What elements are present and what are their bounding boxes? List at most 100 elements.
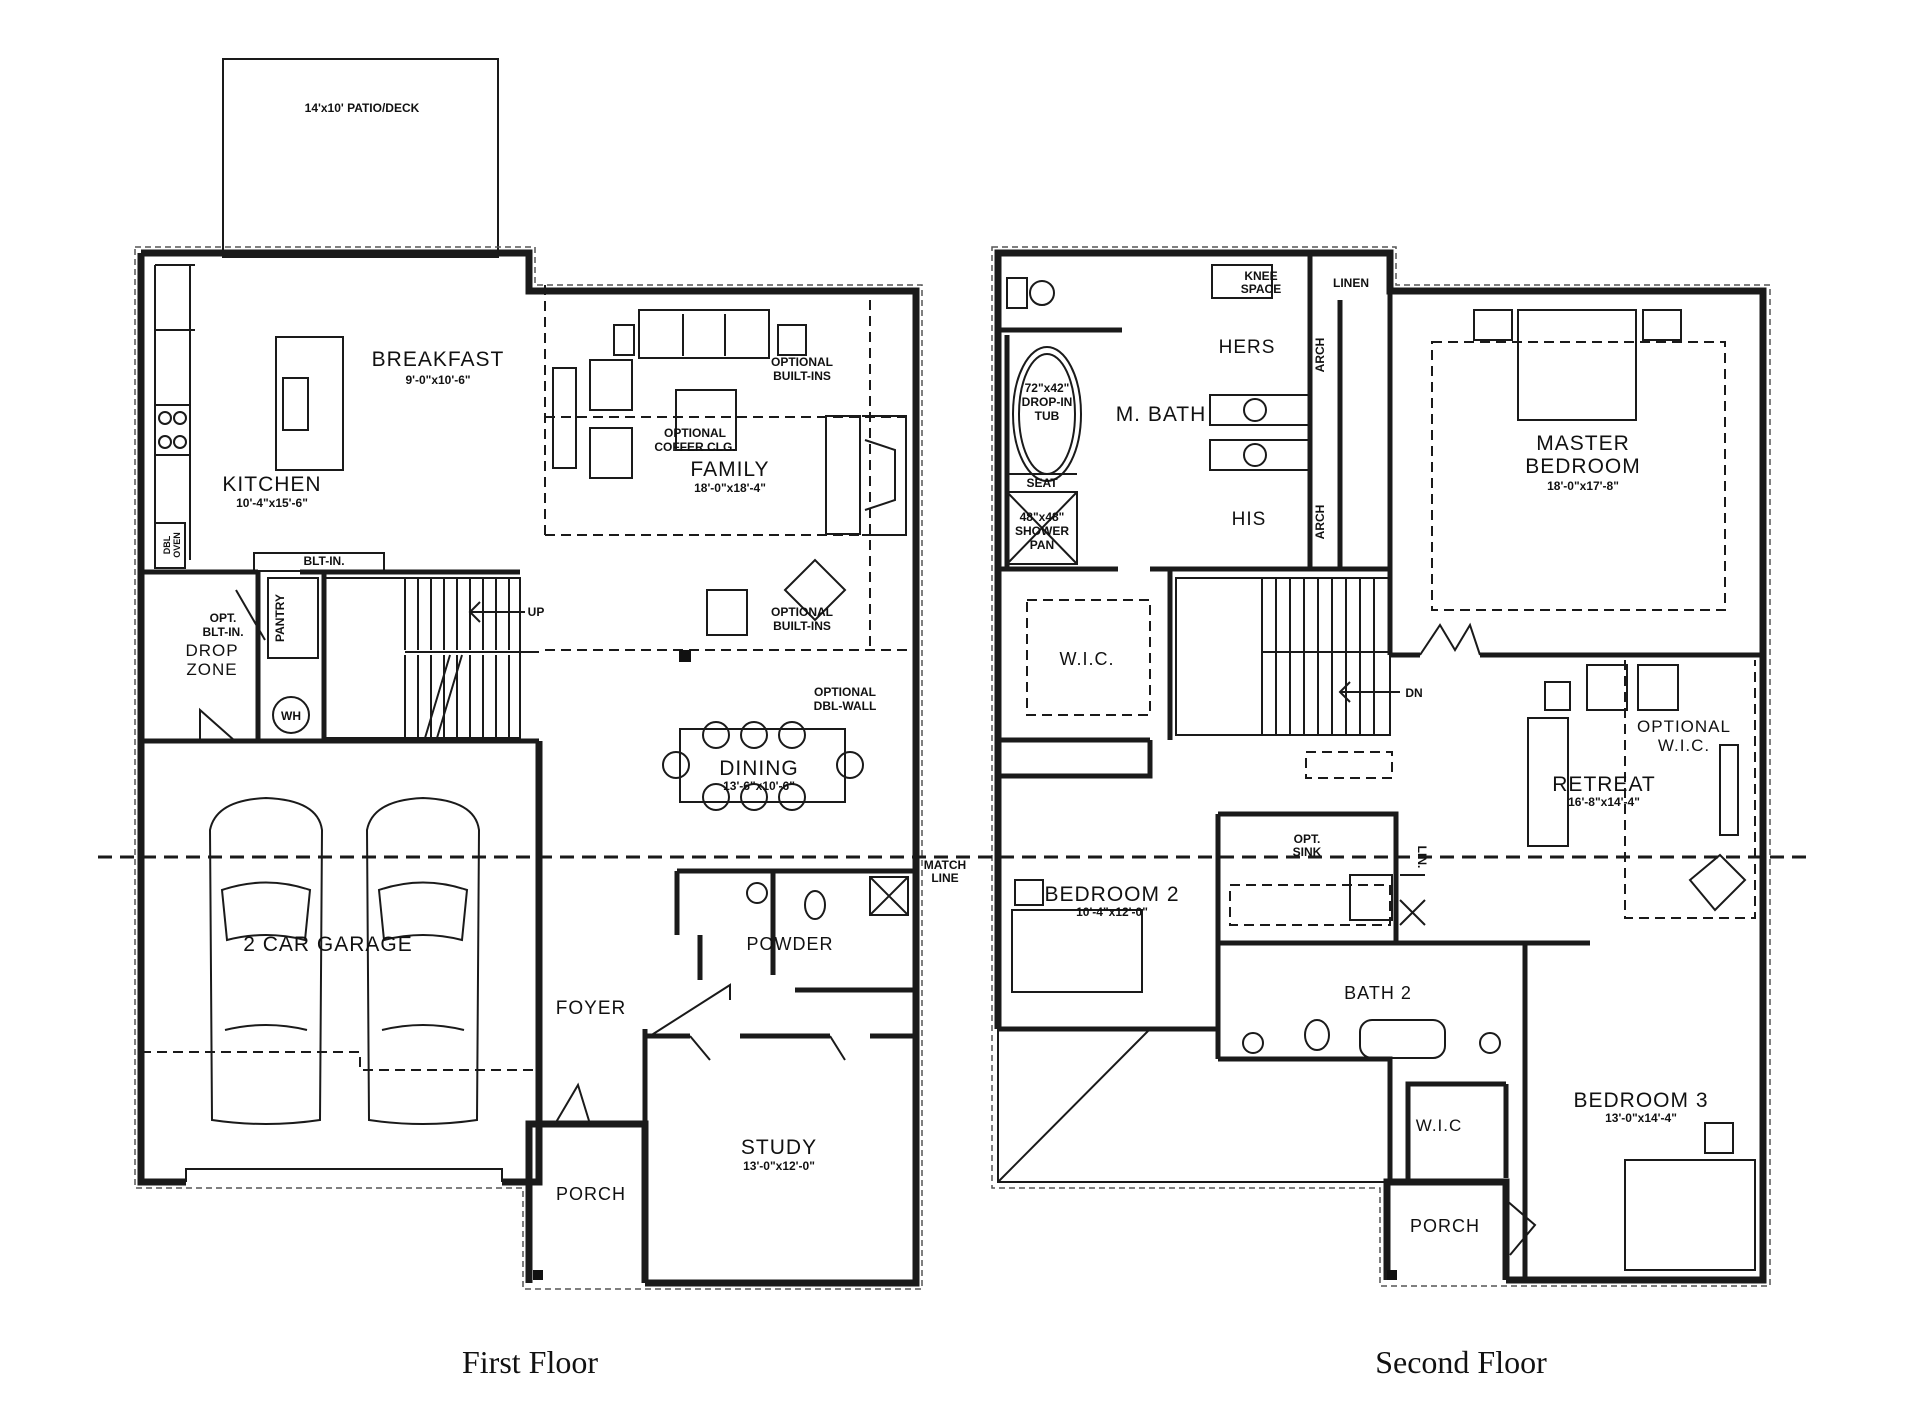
study-dims: 13'-0"x12'-0" — [743, 1159, 815, 1173]
kitchen-dims: 10'-4"x15'-6" — [236, 496, 308, 510]
retreat-dims: 16'-8"x14'-4" — [1568, 795, 1640, 809]
shower-label-3: PAN — [1030, 538, 1054, 552]
sofa — [638, 309, 770, 359]
bed-bedroom-3 — [1624, 1159, 1756, 1271]
tub-label-3: TUB — [1035, 409, 1060, 423]
second-floor-exterior-wall — [994, 249, 1767, 1284]
breakfast-label: BREAKFAST — [372, 348, 505, 371]
opt-sink-label: OPT. — [1294, 832, 1321, 846]
seat-label: SEAT — [1026, 476, 1058, 490]
opt-blt-in-note: OPT. — [210, 611, 237, 625]
bedroom-2-label: BEDROOM 2 — [1044, 883, 1179, 906]
arch-label: ARCH — [1313, 338, 1327, 373]
car-2 — [365, 796, 481, 1125]
optional-wic-label: OPTIONAL — [1637, 717, 1731, 736]
vanity-sink-icon — [1243, 398, 1267, 422]
second-floor-title: Second Floor — [1375, 1344, 1547, 1380]
dining-label: DINING — [719, 757, 799, 780]
wic-3-label: W.I.C — [1416, 1116, 1463, 1135]
patio-label: 14'x10' PATIO/DECK — [305, 101, 420, 115]
bath-2-label: BATH 2 — [1344, 983, 1412, 1003]
sink-icon — [746, 882, 768, 904]
vanity-sink-icon — [1242, 1032, 1264, 1054]
his-label: HIS — [1232, 509, 1267, 530]
optional-wic-label-2: W.I.C. — [1658, 736, 1710, 755]
stairs-down-label: DN — [1405, 686, 1422, 700]
shower-label-2: SHOWER — [1015, 524, 1069, 538]
vanity-sink-icon — [1479, 1032, 1501, 1054]
master-bedroom-label-2: BEDROOM — [1525, 455, 1641, 478]
powder-label: POWDER — [747, 934, 834, 954]
arch-label: ARCH — [1313, 505, 1327, 540]
optional-built-ins-note-2: BUILT-INS — [773, 369, 831, 383]
water-heater-label: WH — [281, 709, 301, 723]
fireplace — [825, 415, 861, 535]
optional-coffer-note-2: COFFER CLG. — [654, 440, 735, 454]
first-floor-title: First Floor — [462, 1344, 598, 1380]
optional-dbl-wall-note-2: DBL-WALL — [814, 699, 877, 713]
second-floor-plan — [991, 246, 1771, 1287]
linen-label: LINEN — [1333, 276, 1369, 290]
study-label: STUDY — [741, 1136, 817, 1159]
knee-space-label: KNEE — [1244, 269, 1277, 283]
bathtub-icon — [1359, 1019, 1446, 1059]
dining-dims: 13'-6"x10'-6" — [723, 779, 795, 793]
pantry-label: PANTRY — [273, 594, 287, 642]
shower-label: 48"x48" — [1020, 510, 1065, 524]
bed-bedroom-2 — [1011, 909, 1143, 993]
blt-in-label: BLT-IN. — [303, 554, 344, 568]
porch-2-label: PORCH — [1410, 1216, 1480, 1236]
stairs-second-floor — [1175, 577, 1391, 736]
match-line-label: MATCH — [924, 858, 966, 872]
stairs-up-label: UP — [528, 605, 545, 619]
garage-door — [185, 1168, 503, 1182]
toilet-icon — [1006, 277, 1028, 309]
shower-pan — [1006, 491, 1078, 565]
toilet-icon — [1304, 1019, 1330, 1051]
opt-blt-in-note-2: BLT-IN. — [202, 625, 243, 639]
knee-space-label-2: SPACE — [1241, 282, 1281, 296]
drop-zone-label-2: ZONE — [186, 660, 237, 679]
optional-built-ins-note: OPTIONAL — [771, 605, 833, 619]
match-line-label-2: LINE — [931, 871, 958, 885]
opt-sink-label-2: SINK — [1293, 845, 1322, 859]
bedroom-3-label: BEDROOM 3 — [1573, 1089, 1708, 1112]
dining-table — [662, 721, 864, 811]
optional-coffer-note: OPTIONAL — [664, 426, 726, 440]
porch-label: PORCH — [556, 1184, 626, 1204]
bedroom-3-dims: 13'-0"x14'-4" — [1605, 1111, 1677, 1125]
master-bath-label: M. BATH — [1116, 403, 1207, 426]
master-bedroom-label: MASTER — [1536, 432, 1630, 455]
master-bedroom-dims: 18'-0"x17'-8" — [1547, 479, 1619, 493]
family-label: FAMILY — [690, 458, 769, 481]
tub-label: 72"x42" — [1025, 381, 1070, 395]
first-floor-plan — [134, 58, 923, 1290]
tub-label-2: DROP-IN — [1022, 395, 1073, 409]
vanity-sink-icon — [1243, 443, 1267, 467]
dbl-oven-label: DBL — [162, 535, 172, 554]
garage-label: 2 CAR GARAGE — [243, 933, 413, 956]
breakfast-dims: 9'-0"x10'-6" — [405, 373, 470, 387]
range-icon — [154, 404, 191, 456]
kitchen-island — [275, 336, 344, 471]
bedroom-2-dims: 10'-4"x12'-0" — [1076, 905, 1148, 919]
hers-label: HERS — [1219, 337, 1276, 358]
car-1 — [208, 796, 324, 1125]
family-dims: 18'-0"x18'-4" — [694, 481, 766, 495]
patio-deck — [222, 58, 499, 258]
kitchen-label: KITCHEN — [222, 473, 321, 496]
bed-master — [1517, 309, 1637, 421]
first-floor-exterior-wall — [141, 249, 920, 1287]
drop-zone-label: DROP — [185, 641, 238, 660]
foyer-label: FOYER — [556, 998, 626, 1019]
drop-in-tub — [1012, 346, 1082, 482]
toilet-icon — [804, 890, 826, 920]
dbl-oven-label-2: OVEN — [172, 532, 182, 558]
stairs-first-floor — [323, 577, 539, 739]
water-heater-icon — [272, 696, 310, 734]
optional-built-ins-note: OPTIONAL — [771, 355, 833, 369]
optional-built-ins-note-2: BUILT-INS — [773, 619, 831, 633]
lin-label: LIN. — [1415, 846, 1429, 869]
retreat-label: RETREAT — [1552, 773, 1655, 796]
